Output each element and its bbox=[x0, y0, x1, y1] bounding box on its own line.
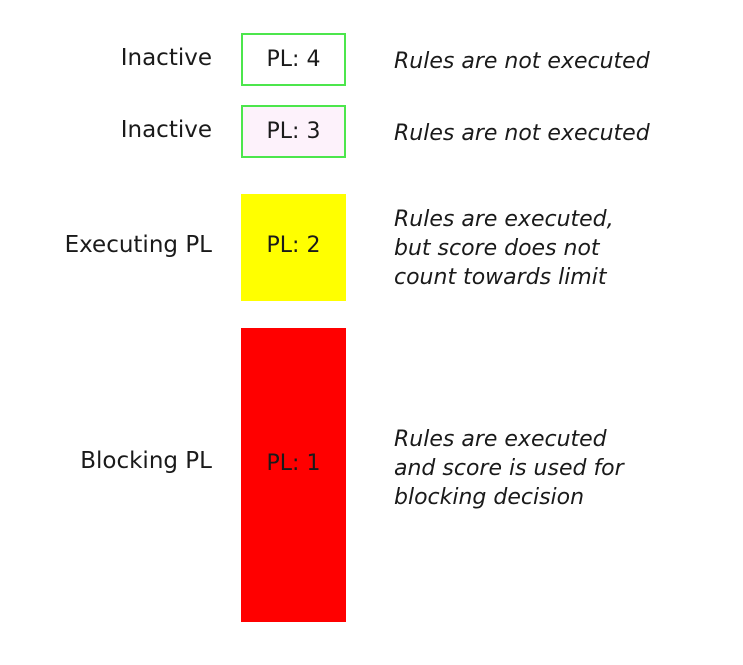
status-label-pl-2: Executing PL bbox=[64, 232, 212, 258]
status-label-pl-3: Inactive bbox=[120, 117, 212, 143]
description-line: and score is used for bbox=[394, 456, 624, 482]
description-line: Rules are not executed bbox=[394, 49, 650, 74]
description-pl-2: Rules are executed, but score does not cou… bbox=[394, 205, 734, 292]
pl-box-label-pl-3: PL: 3 bbox=[266, 118, 321, 144]
description-line: count towards limit bbox=[394, 265, 607, 291]
pl-box-pl-4: PL: 4 bbox=[241, 33, 346, 86]
description-line: Rules are executed, bbox=[394, 207, 614, 232]
pl-box-pl-3: PL: 3 bbox=[241, 105, 346, 158]
description-line: Rules are executed bbox=[394, 427, 607, 452]
description-pl-1: Rules are executed and score is used for b… bbox=[394, 425, 734, 512]
status-label-pl-1: Blocking PL bbox=[80, 448, 212, 474]
pl-box-pl-2: PL: 2 bbox=[241, 194, 346, 301]
description-pl-3: Rules are not executed bbox=[394, 119, 734, 148]
pl-box-label-pl-2: PL: 2 bbox=[266, 233, 321, 258]
description-line: but score does not bbox=[394, 236, 600, 262]
pl-box-pl-1: PL: 1 bbox=[241, 328, 346, 622]
pl-box-label-pl-1: PL: 1 bbox=[266, 451, 321, 476]
pl-box-label-pl-4: PL: 4 bbox=[266, 46, 321, 72]
description-line: blocking decision bbox=[394, 485, 585, 511]
status-label-pl-4: Inactive bbox=[120, 45, 212, 71]
description-line: Rules are not executed bbox=[394, 121, 650, 146]
description-pl-4: Rules are not executed bbox=[394, 47, 734, 76]
